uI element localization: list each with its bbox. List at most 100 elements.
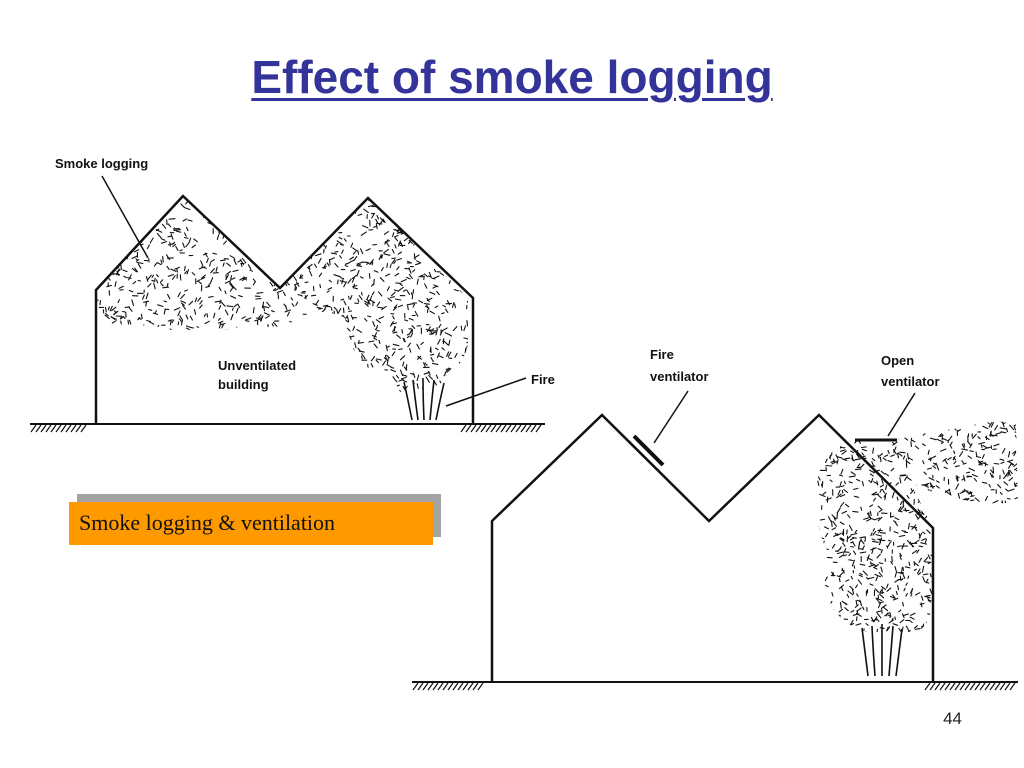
smoke-speck	[968, 573, 972, 578]
smoke-speck	[1008, 520, 1013, 523]
smoke-speck	[952, 517, 955, 522]
smoke-speck	[125, 342, 128, 347]
smoke-speck	[252, 281, 256, 286]
smoke-speck	[201, 265, 207, 269]
smoke-speck	[855, 616, 858, 621]
smoke-speck	[170, 337, 174, 342]
ground-hatch-mark	[40, 424, 47, 433]
smoke-speck	[857, 463, 861, 468]
smoke-speck	[918, 487, 921, 492]
smoke-speck	[258, 224, 261, 230]
smoke-speck	[297, 368, 302, 373]
smoke-speck	[250, 212, 256, 214]
smoke-speck	[844, 602, 848, 605]
smoke-speck	[346, 210, 352, 215]
smoke-speck	[952, 540, 955, 547]
smoke-speck	[306, 319, 310, 323]
smoke-speck	[329, 315, 337, 318]
smoke-speck	[370, 363, 374, 368]
smoke-speck	[899, 477, 902, 484]
smoke-speck	[157, 381, 162, 386]
smoke-speck	[876, 628, 879, 632]
smoke-speck	[924, 514, 929, 519]
smoke-speck	[998, 587, 1003, 593]
smoke-speck	[964, 625, 967, 630]
smoke-speck	[843, 626, 846, 631]
smoke-speck	[268, 389, 271, 392]
smoke-speck	[304, 334, 308, 337]
smoke-speck	[876, 480, 879, 486]
smoke-speck	[347, 356, 351, 360]
smoke-speck	[440, 199, 445, 202]
smoke-speck	[339, 243, 345, 246]
smoke-speck	[339, 255, 342, 259]
smoke-speck	[320, 382, 325, 386]
smoke-speck	[184, 265, 186, 271]
smoke-speck	[898, 506, 902, 512]
smoke-speck	[430, 353, 435, 356]
smoke-speck	[951, 425, 957, 431]
smoke-speck	[158, 369, 163, 372]
smoke-speck	[1006, 533, 1011, 540]
smoke-speck	[352, 247, 358, 252]
smoke-speck	[973, 477, 978, 482]
smoke-speck	[892, 441, 896, 445]
smoke-speck	[868, 564, 875, 568]
smoke-speck	[326, 290, 330, 293]
smoke-speck	[409, 347, 412, 353]
smoke-speck	[967, 539, 974, 542]
smoke-speck	[291, 232, 297, 237]
smoke-speck	[403, 200, 405, 205]
smoke-speck	[442, 338, 445, 343]
smoke-speck	[154, 201, 158, 208]
smoke-speck	[438, 355, 444, 359]
smoke-speck	[840, 537, 845, 541]
smoke-speck	[286, 384, 293, 389]
smoke-speck	[827, 516, 832, 522]
smoke-speck	[148, 321, 155, 325]
label-unventilated: Unventilated	[218, 358, 296, 373]
smoke-speck	[371, 212, 376, 219]
smoke-speck	[955, 527, 958, 534]
smoke-speck	[207, 222, 213, 226]
smoke-speck	[1005, 572, 1011, 578]
smoke-speck	[875, 576, 879, 582]
smoke-speck	[438, 323, 442, 329]
smoke-speck	[171, 386, 175, 391]
smoke-speck	[460, 233, 466, 239]
smoke-speck	[893, 416, 895, 419]
smoke-speck	[211, 348, 215, 352]
smoke-speck	[435, 347, 439, 351]
smoke-speck	[916, 568, 921, 574]
label-fire: Fire	[531, 372, 555, 387]
smoke-speck	[350, 196, 356, 199]
smoke-speck	[156, 338, 163, 343]
smoke-speck	[968, 570, 974, 575]
smoke-speck	[206, 257, 209, 264]
smoke-speck	[196, 341, 200, 347]
smoke-speck	[146, 244, 150, 250]
smoke-speck	[137, 263, 142, 269]
smoke-speck	[324, 245, 327, 249]
smoke-speck	[360, 291, 363, 296]
smoke-speck	[400, 278, 407, 283]
smoke-speck	[133, 378, 137, 384]
smoke-speck	[946, 601, 950, 608]
smoke-speck	[921, 511, 925, 516]
smoke-speck	[292, 389, 295, 392]
smoke-speck	[350, 242, 354, 248]
smoke-speck	[930, 415, 931, 419]
smoke-speck	[313, 328, 315, 334]
smoke-speck	[105, 222, 112, 226]
smoke-speck	[964, 526, 971, 531]
smoke-speck	[854, 604, 859, 609]
smoke-speck	[831, 571, 834, 575]
smoke-speck	[859, 421, 865, 428]
smoke-speck	[120, 316, 124, 320]
smoke-speck	[459, 201, 463, 206]
smoke-speck	[963, 591, 968, 594]
smoke-speck	[238, 341, 245, 347]
ventilated-building-outline	[490, 413, 935, 682]
smoke-speck	[994, 535, 1002, 539]
smoke-speck	[253, 335, 257, 340]
